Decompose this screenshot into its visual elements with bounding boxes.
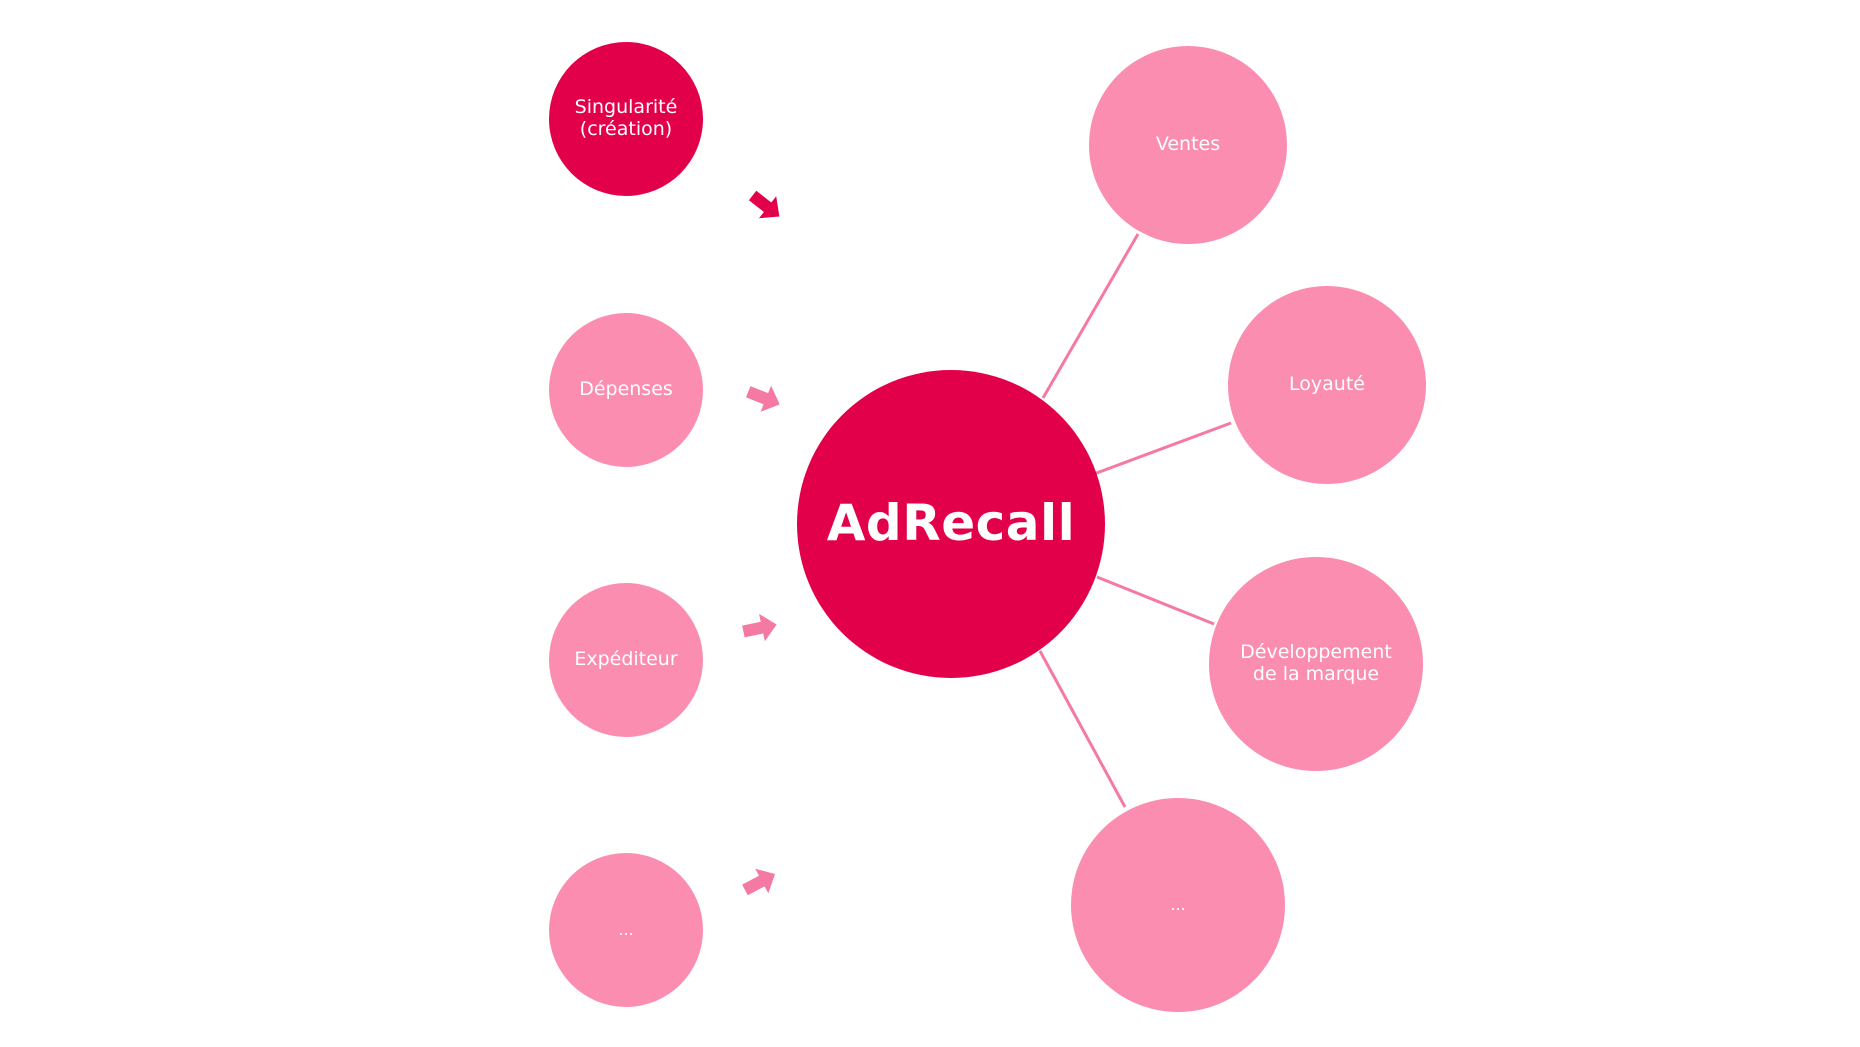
input-node-label: ...: [618, 919, 634, 939]
output-node-label: Développement de la marque: [1240, 641, 1392, 685]
input-node-expediteur: Expéditeur: [549, 583, 703, 737]
connector-hub-developpement: [1096, 575, 1215, 626]
arrow-etc-icon: [742, 868, 776, 896]
hub-label: AdRecall: [826, 494, 1076, 553]
input-node-depenses: Dépenses: [549, 313, 703, 467]
arrow-expediteur-icon: [742, 613, 777, 642]
output-node-loyaute: Loyauté: [1228, 286, 1426, 484]
connector-hub-loyaute: [1093, 421, 1232, 476]
input-node-singularite: Singularité (création): [549, 42, 703, 196]
connector-hub-ventes: [1041, 233, 1140, 399]
hub-node-adrecall: AdRecall: [797, 370, 1105, 678]
input-node-label: Expéditeur: [574, 648, 678, 671]
output-node-etc: ...: [1071, 798, 1285, 1012]
output-node-ventes: Ventes: [1089, 46, 1287, 244]
input-node-etc: ...: [549, 853, 703, 1007]
input-node-label: Dépenses: [579, 378, 673, 401]
output-node-label: Loyauté: [1289, 373, 1365, 396]
arrow-singularite-icon: [748, 190, 780, 219]
output-node-label: ...: [1170, 894, 1186, 914]
arrow-depenses-icon: [745, 385, 780, 412]
input-node-label: Singularité (création): [574, 96, 678, 140]
output-node-developpement: Développement de la marque: [1209, 557, 1423, 771]
connector-hub-etc: [1038, 650, 1127, 808]
output-node-label: Ventes: [1155, 133, 1221, 156]
